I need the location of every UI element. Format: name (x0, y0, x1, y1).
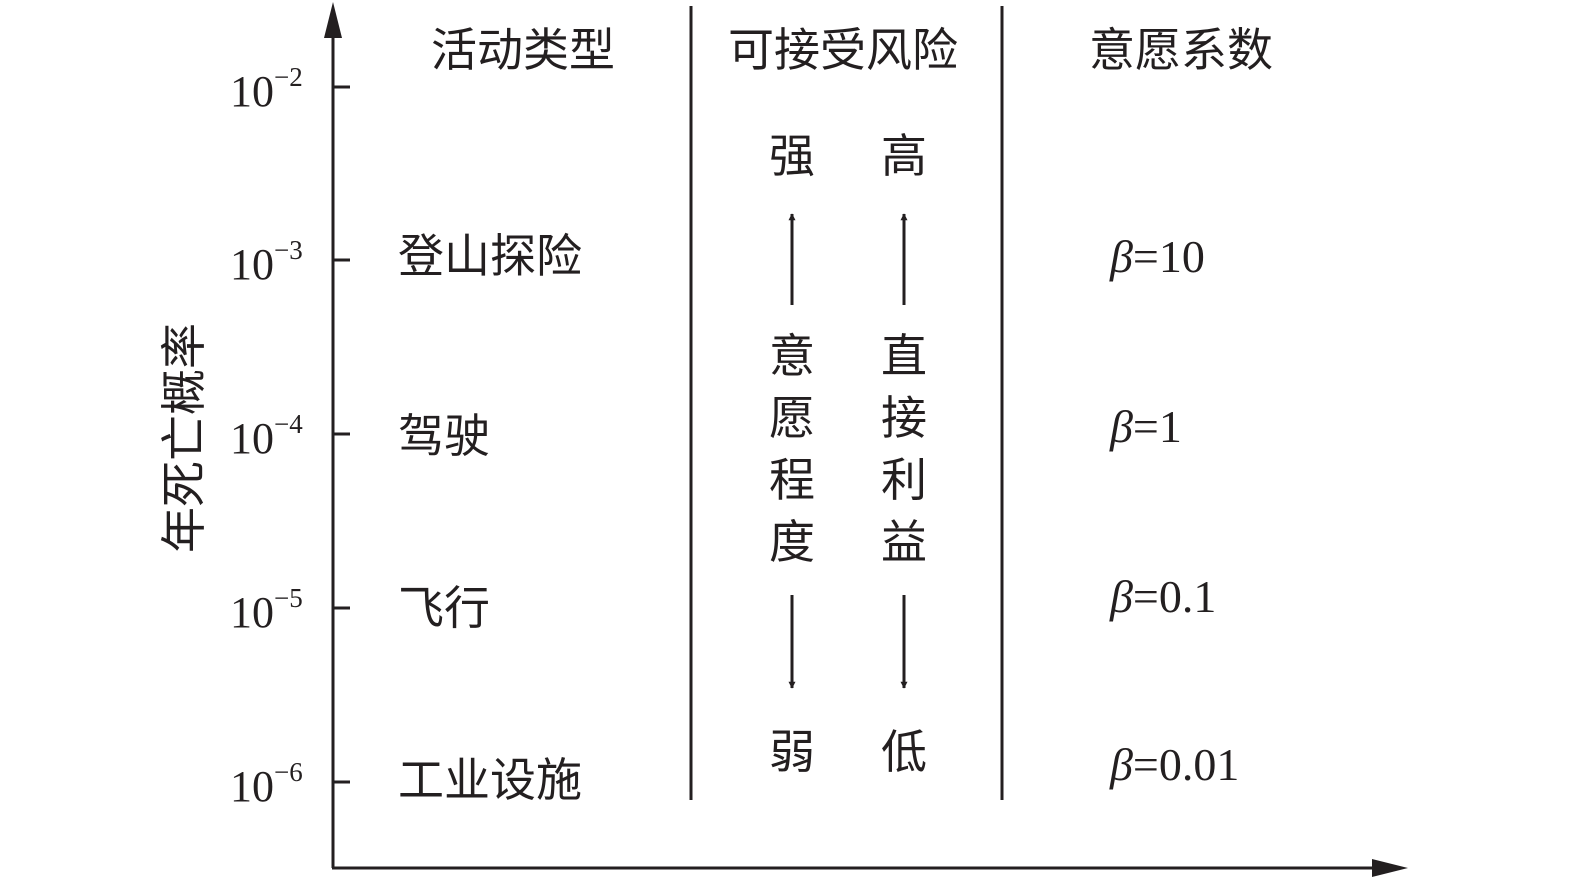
y-tick-label: 10−4 (230, 409, 303, 463)
willingness-weak-label: 弱 (769, 725, 815, 779)
willingness-strong-label: 强 (769, 129, 815, 183)
activity-label: 驾驶 (398, 409, 490, 463)
vertical-char: 愿 (769, 391, 815, 445)
y-tick-exponent: −2 (274, 62, 303, 92)
y-tick-label: 10−3 (230, 235, 303, 289)
header-willingness-coefficient: 意愿系数 (1089, 23, 1273, 77)
beta-symbol: β (1109, 401, 1133, 452)
y-tick-marks (333, 85, 350, 784)
beta-symbol: β (1109, 231, 1133, 282)
y-tick-exponent: −4 (274, 409, 303, 439)
y-axis-arrowhead (324, 2, 342, 38)
beta-list: β=10 β=1 β=0.1 β=0.01 (1109, 231, 1239, 790)
beta-number: =10 (1133, 231, 1205, 282)
vertical-char: 程 (769, 453, 815, 507)
y-tick-base: 10 (230, 414, 274, 463)
activity-label: 工业设施 (398, 753, 582, 807)
vertical-char: 利 (881, 453, 927, 507)
y-tick-base: 10 (230, 762, 274, 811)
benefit-high-label: 高 (881, 129, 927, 183)
direct-benefit-column: 高 直 接 利 益 低 (881, 129, 927, 779)
activity-label: 飞行 (398, 581, 490, 635)
axes (324, 2, 1408, 877)
activity-list: 登山探险 驾驶 飞行 工业设施 (398, 229, 582, 807)
vertical-char: 意 (769, 329, 815, 383)
beta-symbol: β (1109, 571, 1133, 622)
y-tick-exponent: −5 (274, 583, 303, 613)
beta-symbol: β (1109, 739, 1133, 790)
beta-value: β=0.01 (1109, 739, 1239, 790)
beta-value: β=0.1 (1109, 571, 1216, 622)
y-tick-label: 10−6 (230, 757, 303, 811)
y-tick-base: 10 (230, 240, 274, 289)
y-tick-labels: 10−2 10−3 10−4 10−5 10−6 (230, 62, 303, 811)
y-tick-label: 10−5 (230, 583, 303, 637)
beta-number: =0.1 (1133, 571, 1216, 622)
vertical-char: 度 (769, 515, 815, 569)
beta-value: β=1 (1109, 401, 1182, 452)
y-tick-label: 10−2 (230, 62, 303, 116)
y-tick-exponent: −6 (274, 757, 303, 787)
beta-number: =0.01 (1133, 739, 1239, 790)
vertical-char: 直 (881, 329, 927, 383)
beta-number: =1 (1133, 401, 1182, 452)
x-axis-arrowhead (1372, 859, 1408, 877)
vertical-char: 接 (881, 391, 927, 445)
benefit-low-label: 低 (881, 725, 927, 779)
y-axis-title: 年死亡概率 (157, 323, 211, 553)
beta-value: β=10 (1109, 231, 1205, 282)
willingness-degree-column: 强 意 愿 程 度 弱 (769, 129, 815, 779)
y-tick-base: 10 (230, 67, 274, 116)
vertical-char: 益 (881, 515, 927, 569)
header-acceptable-risk: 可接受风险 (728, 23, 958, 77)
y-tick-base: 10 (230, 588, 274, 637)
header-activity-type: 活动类型 (431, 23, 615, 77)
activity-label: 登山探险 (398, 229, 582, 283)
y-tick-exponent: −3 (274, 235, 303, 265)
